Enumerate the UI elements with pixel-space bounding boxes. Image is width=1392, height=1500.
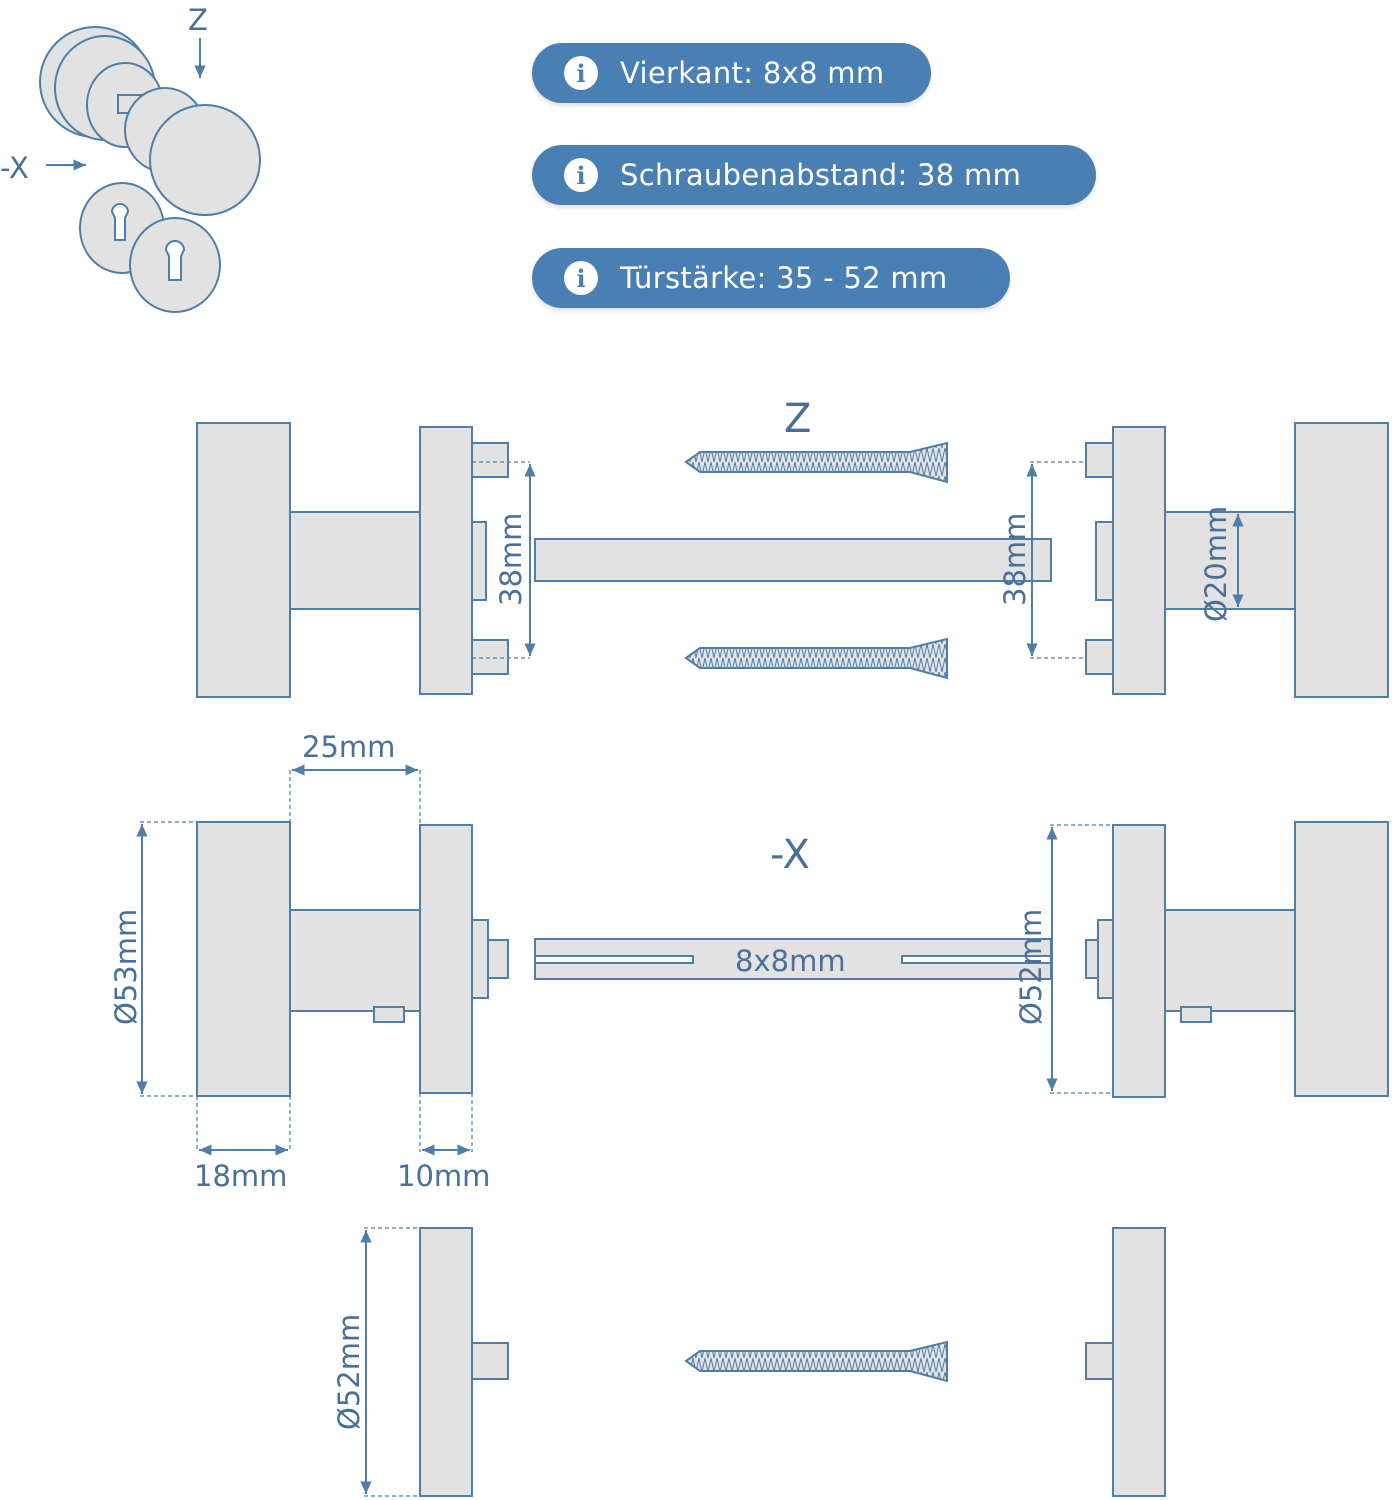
thumb-z-label: Z: [188, 3, 208, 37]
thumb-x-label: -X: [0, 151, 29, 185]
screw-bottom: [684, 637, 948, 680]
screw-top: [684, 441, 948, 484]
spec-door-thickness-text: Türstärke: 35 - 52 mm: [620, 261, 948, 295]
dim-neck-length: 25mm: [302, 730, 395, 764]
dim-rose-diameter-mid: Ø52mm: [1014, 909, 1048, 1025]
dim-spindle: 8x8mm: [735, 944, 846, 978]
dim-rose-thickness: 10mm: [397, 1159, 490, 1193]
thumbnail-sketch: Z -X: [0, 3, 261, 313]
spec-pill-square: i Vierkant: 8x8 mm: [532, 43, 931, 103]
info-icon: i: [564, 158, 598, 192]
dim-screw-spacing-left: 38mm: [494, 513, 528, 606]
spec-square-text: Vierkant: 8x8 mm: [620, 56, 885, 90]
dim-neck-diameter: Ø20mm: [1199, 506, 1233, 622]
dim-screw-spacing-right: 38mm: [998, 513, 1032, 606]
spec-screw-spacing-text: Schraubenabstand: 38 mm: [620, 158, 1022, 192]
info-icon: i: [564, 261, 598, 295]
top-view: Z 38mm 38mm Ø20mm: [196, 396, 1389, 698]
middle-axis-label: -X: [770, 832, 810, 878]
top-axis-label: Z: [784, 396, 811, 442]
bottom-view: Ø52mm: [332, 1227, 1166, 1497]
middle-view: 8x8mm -X 25mm Ø53mm Ø52mm 18mm 10mm: [109, 730, 1389, 1193]
spec-pill-screw-spacing: i Schraubenabstand: 38 mm: [532, 145, 1096, 205]
screw-long: [684, 1340, 948, 1383]
dim-knob-diameter: Ø53mm: [109, 909, 143, 1025]
dim-rose-diameter-bottom: Ø52mm: [332, 1314, 366, 1430]
dim-knob-thickness: 18mm: [194, 1159, 287, 1193]
spec-pill-door-thickness: i Türstärke: 35 - 52 mm: [532, 248, 1010, 308]
info-icon: i: [564, 56, 598, 90]
